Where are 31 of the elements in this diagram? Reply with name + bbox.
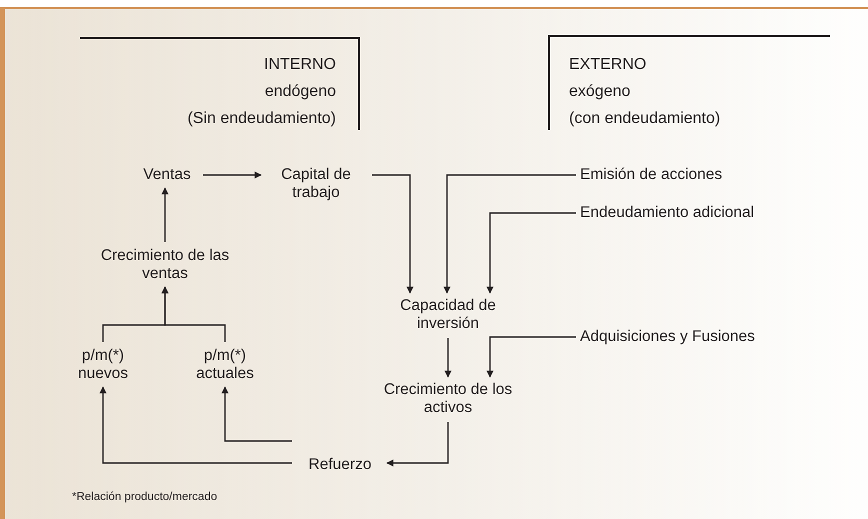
node-text: Endeudamiento adicional bbox=[580, 203, 820, 223]
arrow bbox=[203, 172, 262, 178]
arrow bbox=[444, 338, 452, 378]
arrow bbox=[486, 336, 576, 378]
arrow bbox=[444, 174, 576, 294]
heading-text: INTERNO bbox=[264, 55, 336, 75]
arrow bbox=[486, 212, 576, 294]
heading-text: EXTERNO bbox=[569, 55, 646, 75]
header-bracket bbox=[80, 37, 360, 130]
arrow bbox=[386, 422, 449, 466]
node-text: Ventas bbox=[135, 165, 199, 185]
subheading-text: exógeno bbox=[569, 82, 630, 102]
node-text: Capacidad de inversión bbox=[390, 296, 506, 334]
footnote: *Relación producto/mercado bbox=[72, 490, 218, 505]
subheading-text: (con endeudamiento) bbox=[569, 109, 720, 129]
header-bracket bbox=[548, 35, 830, 130]
arrow bbox=[100, 386, 292, 464]
node-text: p/m(*) actuales bbox=[178, 346, 272, 384]
arrow bbox=[162, 286, 226, 342]
arrow bbox=[372, 174, 414, 294]
subheading-text: (Sin endeudamiento) bbox=[187, 109, 336, 129]
node-text: Capital de trabajo bbox=[264, 165, 368, 203]
arrow bbox=[222, 386, 292, 442]
node-text: Crecimiento de las ventas bbox=[100, 246, 230, 284]
arrow bbox=[162, 187, 168, 242]
node-text: Refuerzo bbox=[296, 438, 384, 474]
node-text: Emisión de acciones bbox=[580, 165, 780, 185]
node-text: Adquisiciones y Fusiones bbox=[580, 327, 820, 347]
node-text: p/m(*) nuevos bbox=[58, 346, 148, 384]
node-text: Crecimiento de los activos bbox=[382, 380, 514, 418]
subheading-text: endógeno bbox=[264, 82, 336, 102]
